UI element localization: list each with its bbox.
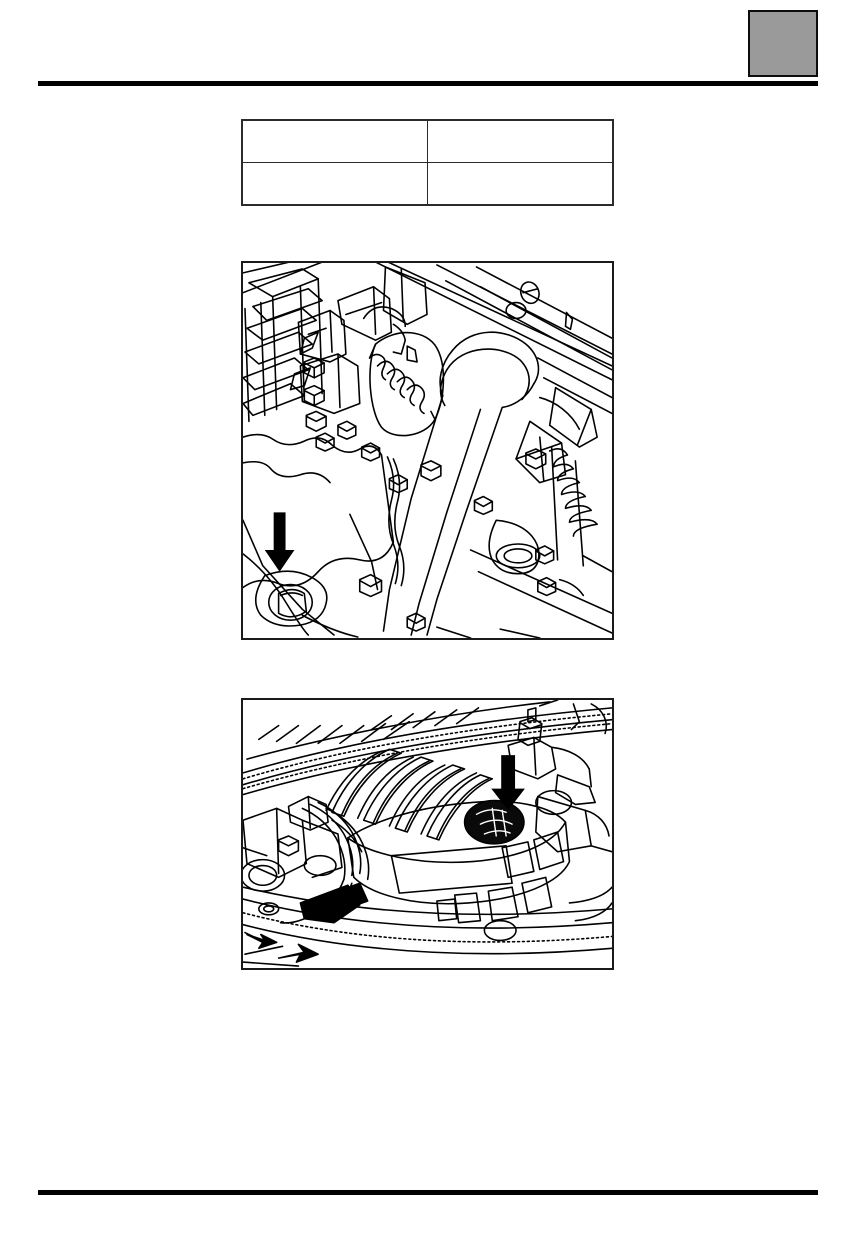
table-cell-label <box>241 119 428 163</box>
specification-table <box>241 119 614 206</box>
down-arrow-icon <box>264 512 295 572</box>
down-arrow-icon <box>491 755 525 811</box>
figure-engine-oil-filler-cap <box>241 698 614 970</box>
footer-divider-rule <box>38 1190 818 1195</box>
table-row <box>241 119 614 163</box>
oil-filler-cap-icon <box>463 799 525 845</box>
header-divider-rule <box>38 81 818 86</box>
header-divider-highlight <box>38 87 814 88</box>
table-cell-label <box>241 162 428 206</box>
table-cell-value <box>427 162 614 206</box>
specification-table-body <box>241 119 614 206</box>
table-cell-value <box>427 119 614 163</box>
figure-2-linework <box>243 700 612 967</box>
figure-engine-oil-drain-plug <box>241 261 614 640</box>
section-tab-marker <box>748 10 818 77</box>
table-row <box>241 162 614 206</box>
figure-1-linework <box>243 263 612 638</box>
